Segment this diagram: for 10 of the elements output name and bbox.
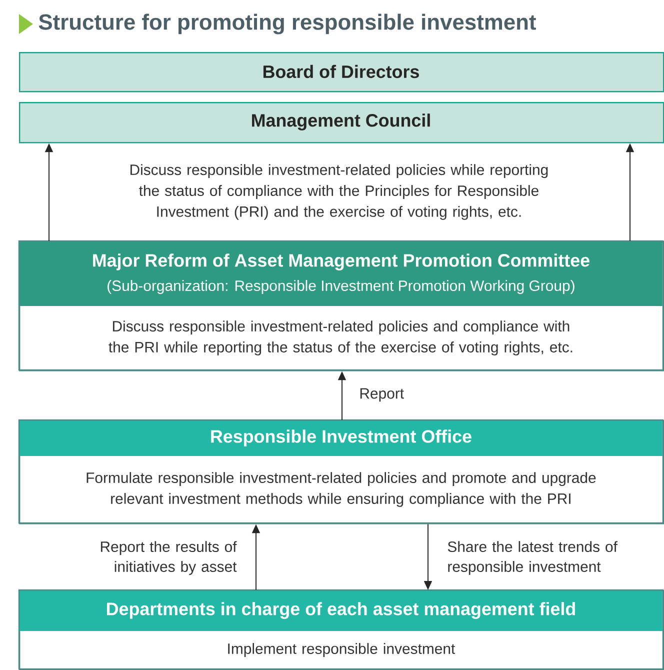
description-text: Discuss responsible investment-related policies while reporting the status of compliance with the Principles for Responsible Investment (PRI) and the exercise of voting rights, etc. [130, 164, 548, 220]
committee-box: Major Reform of Asset Management Promotion Committee (Sub-organization: Responsible Investment Promotion Working Group) Discuss responsible investment-related policies and compliance with the PRI while reporting the status of the exercise of voting rights, etc. [18, 240, 664, 372]
title: Structure for promoting responsible investment [38, 14, 536, 34]
office-box: Responsible Investment Office Formulate responsible investment-related policies and promote and upgrade relevant investment methods while ensuring compliance with the PRI [18, 419, 664, 524]
edge-label: Report the results of initiatives by asset [100, 541, 237, 575]
departments-box: Departments in charge of each asset management field Implement responsible investment [18, 589, 664, 670]
council-box: Management Council [19, 102, 664, 144]
edge-label: Report [360, 388, 404, 402]
board-box: Board of Directors [19, 52, 664, 92]
edge-label: Share the latest trends of responsible investment [448, 541, 618, 575]
